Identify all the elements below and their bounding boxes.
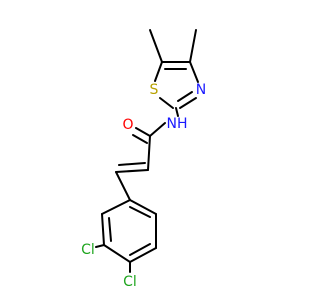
bond-ar6-ar1-double <box>129 206 151 218</box>
bond-carbonyl-calpha <box>147 135 151 171</box>
bond-calpha-cbeta-double <box>118 162 146 166</box>
bond-ar3-cl <box>95 244 105 248</box>
bonds <box>95 29 199 273</box>
bond-c2-nh <box>175 107 179 117</box>
bond-ar3-ar4 <box>103 244 131 263</box>
atom-amide-nitrogen: NH <box>167 116 188 132</box>
bond-cbeta-ring <box>115 171 131 201</box>
atom-labels: S N NH O Cl Cl <box>81 82 206 290</box>
bond-n-c2 <box>179 97 197 109</box>
bond-c5-s <box>154 61 163 82</box>
bond-ar2-ar3 <box>101 213 105 246</box>
atom-sulfur: S <box>150 82 159 98</box>
atom-chlorine-4: Cl <box>123 274 137 290</box>
bond-ar6-ar1 <box>129 199 157 215</box>
bond-methyl-c4 <box>189 29 197 63</box>
bond-methyl-c5 <box>149 29 163 63</box>
bond-ar4-ar5 <box>129 247 157 263</box>
bond-c4-n <box>189 61 199 83</box>
bond-carbonyl-o-double <box>132 134 148 144</box>
molecule-structure: S N NH O Cl Cl <box>81 29 206 290</box>
bond-calpha-cbeta <box>115 169 149 173</box>
bond-carbonyl-o <box>135 127 151 137</box>
atom-ring-nitrogen: N <box>196 82 206 98</box>
atom-oxygen: O <box>122 117 133 133</box>
bond-nh-carbonyl <box>149 122 166 137</box>
bond-s-c2 <box>159 97 174 109</box>
bond-ar2-ar3-double <box>108 217 112 242</box>
bond-ar1-ar2 <box>101 199 131 215</box>
bond-ar4-ar5-double <box>129 243 151 256</box>
atom-chlorine-3: Cl <box>81 242 95 258</box>
bond-n-c2-double <box>177 91 193 102</box>
